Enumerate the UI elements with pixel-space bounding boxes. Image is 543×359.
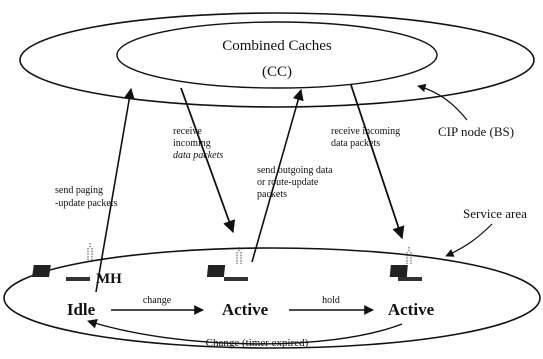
svg-text:send outgoing data: send outgoing data <box>257 165 333 176</box>
receive-left-arrow <box>180 87 236 234</box>
svg-text:packets: packets <box>257 189 287 200</box>
svg-text:-update packets: -update packets <box>55 198 118 209</box>
svg-text:incoming: incoming <box>173 138 211 149</box>
service-area-label: Service area <box>463 206 527 221</box>
combined-caches-abbrev: (CC) <box>262 64 292 80</box>
change-transition-label: change <box>143 295 172 306</box>
receive-right-note: receive incoming data packets <box>331 126 400 149</box>
send-outgoing-note: send outgoing data or route-update packe… <box>257 165 333 200</box>
svg-text:receive incoming: receive incoming <box>331 126 400 137</box>
cip-node-outer-ellipse <box>19 12 535 108</box>
service-area-ellipse <box>3 247 541 349</box>
svg-text:data packets: data packets <box>331 138 380 149</box>
svg-text:data packets: data packets <box>173 150 223 161</box>
svg-text:receive: receive <box>173 126 202 137</box>
service-area-pointer <box>445 223 493 257</box>
laptop-icon <box>206 265 248 281</box>
antenna-icon <box>87 243 93 262</box>
state-idle: Idle <box>67 300 96 319</box>
hold-transition-label: hold <box>322 295 340 306</box>
laptop-icon <box>32 265 90 281</box>
state-active-right: Active <box>388 300 435 319</box>
svg-text:send paging: send paging <box>55 185 103 196</box>
timer-expired-arrow <box>87 318 403 345</box>
send-paging-note: send paging -update packets <box>55 185 118 209</box>
laptop-icon <box>389 265 422 281</box>
receive-right-arrow <box>350 84 405 240</box>
combined-caches-title: Combined Caches <box>222 38 332 54</box>
receive-left-note: receive incoming data packets <box>173 126 223 161</box>
antenna-icon <box>406 247 412 264</box>
state-active-middle: Active <box>222 300 269 319</box>
svg-text:or route-update: or route-update <box>257 177 319 188</box>
antenna-icon <box>236 247 242 264</box>
combined-caches-ellipse <box>116 21 438 89</box>
send-outgoing-arrow <box>251 88 304 263</box>
send-paging-arrow <box>95 87 135 293</box>
cip-node-pointer <box>417 83 468 121</box>
timer-expired-label: Change (timer expired) <box>206 337 309 349</box>
cip-node: Combined Caches (CC) <box>19 12 535 108</box>
mobile-host-label: MH <box>96 271 122 287</box>
cip-node-label: CIP node (BS) <box>438 124 514 139</box>
